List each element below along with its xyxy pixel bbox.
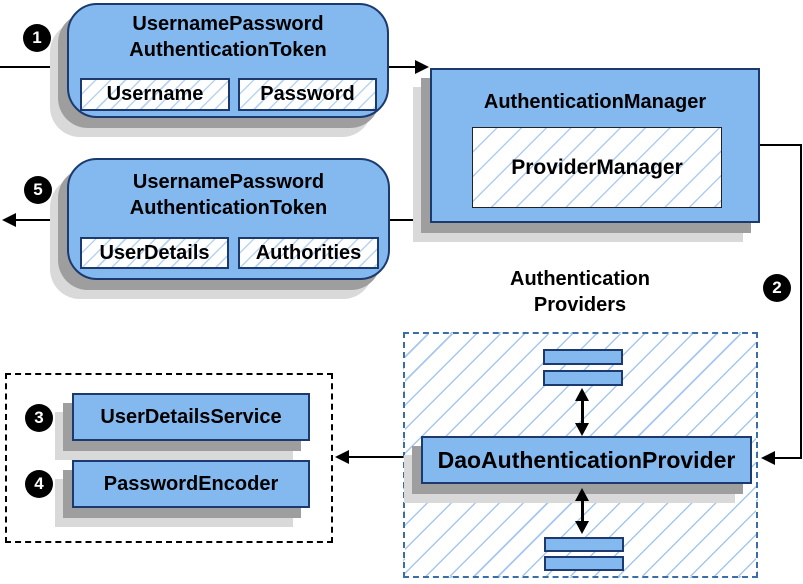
authorities-field: Authorities <box>238 237 379 269</box>
response-token-title-line1: UsernamePassword <box>132 171 325 193</box>
dao-authentication-provider-box: DaoAuthenticationProvider <box>421 436 752 484</box>
request-token-box: UsernamePassword AuthenticationToken Use… <box>67 3 389 118</box>
connector-token-to-manager-line <box>388 66 418 68</box>
password-field: Password <box>238 78 377 111</box>
authentication-providers-label-line1: Authentication <box>510 268 650 290</box>
response-token-title-line2: AuthenticationToken <box>129 197 328 219</box>
step-marker-1: 1 <box>23 24 51 52</box>
authentication-providers-label-line2: Providers <box>533 294 627 316</box>
provider-slot-bottom-1 <box>544 537 624 552</box>
step-marker-2: 2 <box>763 274 791 302</box>
arrowhead-down-icon <box>575 423 589 436</box>
arrowhead-left-icon <box>761 451 775 465</box>
authentication-providers-region: DaoAuthenticationProvider <box>403 332 758 578</box>
authentication-manager-box: AuthenticationManager ProviderManager <box>430 68 760 223</box>
arrowhead-right-icon <box>415 60 429 74</box>
response-token-box: UsernamePassword AuthenticationToken Use… <box>67 158 390 280</box>
request-token-title: UsernamePassword AuthenticationToken <box>69 11 387 63</box>
arrowhead-left-icon <box>335 450 349 464</box>
arrowhead-left-icon <box>2 213 16 227</box>
connector-right-vertical-line <box>800 144 802 459</box>
provider-slot-bottom-2 <box>544 556 624 571</box>
arrowhead-down-icon <box>575 521 589 534</box>
authentication-providers-label: Authentication Providers <box>450 266 710 318</box>
request-token-title-line1: UsernamePassword <box>132 13 324 35</box>
password-encoder-box: PasswordEncoder <box>72 460 310 508</box>
request-token-title-line2: AuthenticationToken <box>129 39 327 61</box>
beans-region <box>5 373 333 543</box>
arrowhead-up-icon <box>575 488 589 501</box>
arrowhead-up-icon <box>575 388 589 401</box>
connector-outgoing-line <box>14 219 68 221</box>
connector-dao-to-beans-line <box>348 456 419 458</box>
provider-manager-box: ProviderManager <box>472 127 722 208</box>
authentication-manager-title: AuthenticationManager <box>483 91 707 113</box>
user-details-service-box: UserDetailsService <box>72 393 310 441</box>
connector-right-bottom-line <box>774 457 801 459</box>
double-arrow-shaft <box>581 498 584 524</box>
connector-right-top-line <box>760 144 802 146</box>
step-marker-5: 5 <box>24 176 52 204</box>
provider-slot-top-1 <box>543 349 623 365</box>
user-details-field: UserDetails <box>80 237 229 269</box>
connector-incoming-line <box>0 66 68 68</box>
username-field: Username <box>80 78 230 111</box>
step-marker-4: 4 <box>25 470 53 498</box>
double-arrow-shaft <box>581 398 584 426</box>
response-token-title: UsernamePassword AuthenticationToken <box>69 169 388 221</box>
connector-manager-to-token-line <box>390 219 431 221</box>
step-marker-3: 3 <box>25 404 53 432</box>
provider-slot-top-2 <box>543 370 623 386</box>
